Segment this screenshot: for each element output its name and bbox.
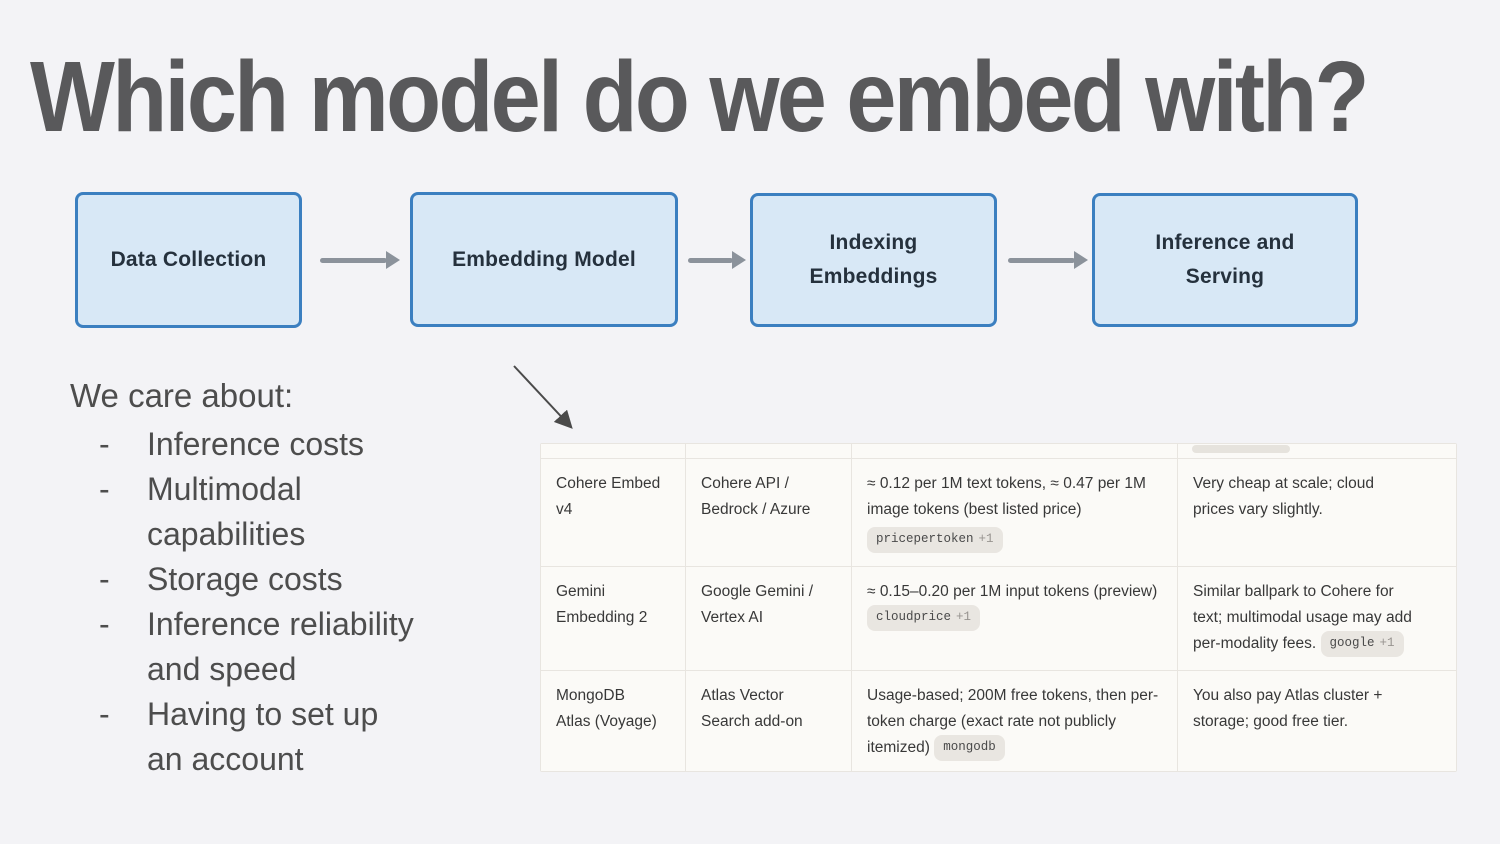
tag-count: +1 <box>956 610 972 624</box>
model-cell: Cohere Embed v4 <box>541 459 685 566</box>
flow-box-indexing-embeddings: Indexing Embeddings <box>750 193 997 327</box>
right-arrow-icon <box>1008 251 1088 269</box>
arrow-shaft <box>1008 257 1075 263</box>
arrow-head <box>732 251 746 269</box>
notes-text: Similar ballpark to Cohere for text; mul… <box>1193 583 1412 652</box>
list-item-label: Inference costs <box>147 426 364 462</box>
clipped-cell <box>1178 444 1456 458</box>
clipped-cell <box>541 444 685 458</box>
tag-label: mongodb <box>943 740 996 754</box>
page-title: Which model do we embed with? <box>30 41 1369 153</box>
tag-pill: pricepertoken +1 <box>867 527 1003 553</box>
pricing-table: Cohere Embed v4 Cohere API / Bedrock / A… <box>540 443 1457 772</box>
pricing-text: ≈ 0.15–0.20 per 1M input tokens (preview… <box>867 583 1158 600</box>
right-arrow-icon <box>688 251 746 269</box>
model-cell: MongoDB Atlas (Voyage) <box>541 671 685 771</box>
flow-box-label: Inference and Serving <box>1155 231 1295 288</box>
notes-cell: You also pay Atlas cluster + storage; go… <box>1178 671 1456 771</box>
list-item: - Inference reliability and speed <box>70 602 530 692</box>
flow-box-embedding-model: Embedding Model <box>410 192 678 327</box>
dash-bullet: - <box>99 606 110 642</box>
provider-cell: Atlas Vector Search add-on <box>686 671 851 771</box>
list-item-label: Having to set up an account <box>147 696 379 777</box>
tag-pill: google +1 <box>1320 631 1404 657</box>
right-arrow-icon <box>320 251 400 269</box>
list-item: - Storage costs <box>70 557 530 602</box>
tag-count: +1 <box>1379 636 1395 650</box>
tag-label: cloudprice <box>876 610 952 624</box>
provider-name: Atlas Vector Search add-on <box>701 687 803 730</box>
provider-cell: Google Gemini / Vertex AI <box>686 567 851 670</box>
flow-box-label: Indexing Embeddings <box>809 231 938 288</box>
list-item-label: Storage costs <box>147 561 343 597</box>
tag-pill: mongodb <box>934 735 1005 761</box>
arrow-head <box>386 251 400 269</box>
pricing-text: Usage-based; 200M free tokens, then per-… <box>867 687 1159 756</box>
flow-box-label: Data Collection <box>110 248 267 272</box>
model-name: Cohere Embed v4 <box>556 475 661 518</box>
provider-cell: Cohere API / Bedrock / Azure <box>686 459 851 566</box>
care-about-heading: We care about: <box>70 377 294 414</box>
notes-text: You also pay Atlas cluster + storage; go… <box>1193 687 1383 730</box>
model-name: Gemini Embedding 2 <box>556 583 648 626</box>
arrow-shaft <box>320 257 387 263</box>
model-cell: Gemini Embedding 2 <box>541 567 685 670</box>
provider-name: Cohere API / Bedrock / Azure <box>701 475 811 518</box>
flow-box-inference-serving: Inference and Serving <box>1092 193 1358 327</box>
dash-bullet: - <box>99 561 110 597</box>
tag-label: pricepertoken <box>876 532 974 546</box>
provider-name: Google Gemini / Vertex AI <box>701 583 813 626</box>
tag-row: pricepertoken +1 <box>867 527 1162 553</box>
list-item-label: Multimodal capabilities <box>147 471 306 552</box>
tag-count: +1 <box>978 532 994 546</box>
arrow-shaft <box>688 257 733 263</box>
notes-cell: Similar ballpark to Cohere for text; mul… <box>1178 567 1456 670</box>
tag-label: google <box>1329 636 1375 650</box>
clipped-cell <box>852 444 1177 458</box>
clipped-cell <box>686 444 851 458</box>
list-item-label: Inference reliability and speed <box>147 606 414 687</box>
pricing-cell: ≈ 0.12 per 1M text tokens, ≈ 0.47 per 1M… <box>852 459 1177 566</box>
pricing-cell: Usage-based; 200M free tokens, then per-… <box>852 671 1177 771</box>
arrow-head <box>1074 251 1088 269</box>
care-about-list: - Inference costs - Multimodal capabilit… <box>70 422 530 782</box>
pricing-cell: ≈ 0.15–0.20 per 1M input tokens (preview… <box>852 567 1177 670</box>
care-about-section: We care about: - Inference costs - Multi… <box>70 374 530 782</box>
pricing-text: ≈ 0.12 per 1M text tokens, ≈ 0.47 per 1M… <box>867 475 1146 518</box>
clipped-tag-pill <box>1192 445 1290 453</box>
list-item: - Having to set up an account <box>70 692 530 782</box>
flow-box-data-collection: Data Collection <box>75 192 302 328</box>
flow-box-label: Embedding Model <box>452 247 636 271</box>
notes-text: Very cheap at scale; cloud prices vary s… <box>1193 475 1374 518</box>
model-name: MongoDB Atlas (Voyage) <box>556 687 657 730</box>
diagonal-arrow-icon <box>513 365 573 429</box>
list-item: - Inference costs <box>70 422 530 467</box>
dash-bullet: - <box>99 426 110 462</box>
tag-pill: cloudprice +1 <box>867 605 981 631</box>
dash-bullet: - <box>99 471 110 507</box>
dash-bullet: - <box>99 696 110 732</box>
list-item: - Multimodal capabilities <box>70 467 530 557</box>
notes-cell: Very cheap at scale; cloud prices vary s… <box>1178 459 1456 566</box>
